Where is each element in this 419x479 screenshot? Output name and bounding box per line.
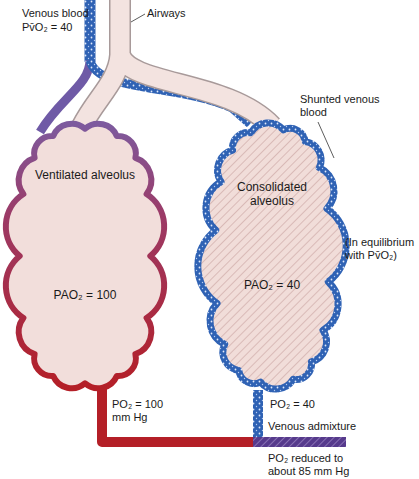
shunt-vessel — [253, 390, 263, 440]
annotation-label: (In equilibrium with Pv̄O₂) — [345, 236, 417, 262]
alveolus-name: Ventilated alveolus — [28, 168, 142, 182]
annotation-label: PO₂ = 100 mm Hg — [112, 398, 176, 424]
annotation-label: PO₂ reduced to about 85 mm Hg — [268, 452, 368, 478]
mixed-vessel — [253, 437, 346, 447]
alveolus-shape — [6, 124, 164, 388]
annotation-label: Venous admixture — [268, 420, 378, 433]
alveolus-node: Consolidated alveolusPAO₂ = 40 — [204, 116, 340, 396]
alveolar-po2: PAO₂ = 40 — [220, 278, 324, 292]
alveolus-name: Consolidated alveolus — [220, 180, 324, 209]
annotation-label: Venous blood — [22, 7, 102, 20]
annotation-label: Airways — [147, 7, 207, 20]
annotation-label: Shunted venous blood — [300, 93, 384, 119]
annotation-label: PO₂ = 40 — [270, 398, 350, 411]
alveolus-shape — [198, 123, 346, 389]
leader-line — [131, 14, 145, 22]
airway-outline — [82, 0, 272, 126]
arterial-vessel — [102, 388, 262, 442]
airway — [82, 0, 272, 126]
alveolar-po2: PAO₂ = 100 — [28, 288, 142, 302]
alveolus-node: Ventilated alveolusPAO₂ = 100 — [8, 116, 162, 396]
annotation-label: Pv̄O₂ = 40 — [22, 21, 92, 34]
alveolus-outline — [8, 116, 162, 396]
alveolus-outline — [204, 116, 340, 396]
